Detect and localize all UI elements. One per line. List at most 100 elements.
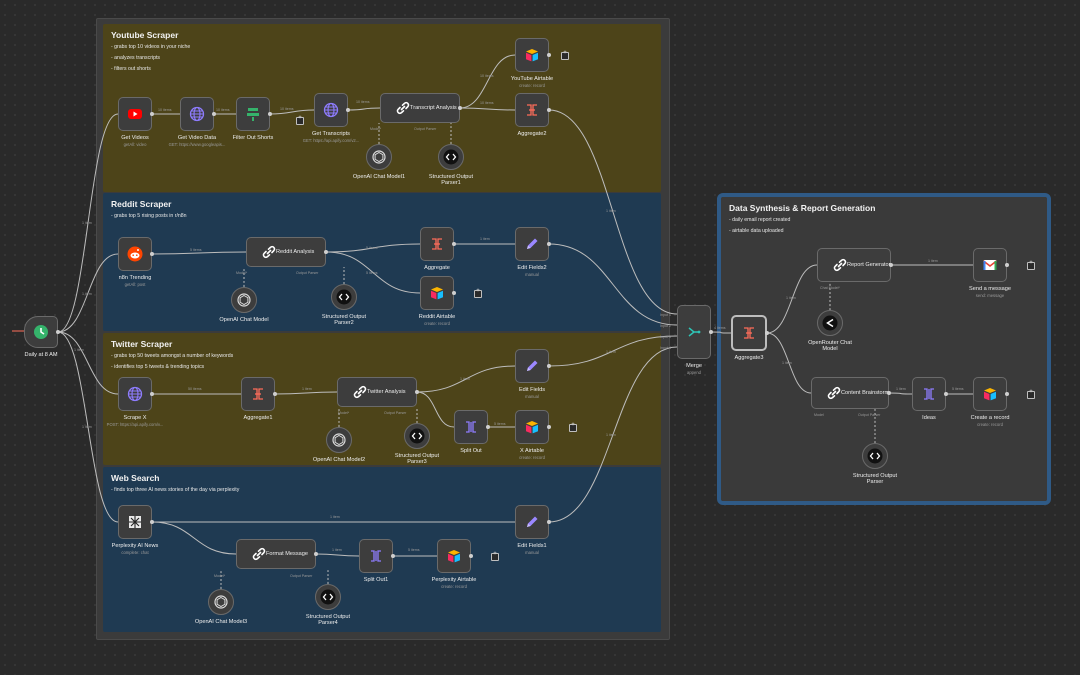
node-parser5[interactable]: Structured Output Parser bbox=[853, 443, 897, 485]
node-report-generator[interactable]: Report Generator bbox=[817, 248, 891, 282]
node-body[interactable] bbox=[380, 93, 460, 123]
output-port[interactable] bbox=[268, 112, 272, 116]
connection[interactable] bbox=[315, 553, 360, 557]
node-body[interactable] bbox=[241, 377, 275, 411]
connection[interactable] bbox=[416, 391, 455, 428]
node-parser3[interactable]: Structured Output Parser3 bbox=[395, 423, 439, 465]
node-body[interactable] bbox=[811, 377, 889, 409]
node-openai2[interactable]: OpenAI Chat Model2 bbox=[313, 427, 365, 463]
node-body[interactable] bbox=[337, 377, 417, 407]
connection[interactable] bbox=[274, 391, 338, 395]
connection[interactable] bbox=[347, 107, 381, 111]
connection[interactable] bbox=[548, 243, 678, 326]
connection[interactable] bbox=[548, 109, 678, 315]
output-port[interactable] bbox=[150, 252, 154, 256]
node-body[interactable] bbox=[862, 443, 888, 469]
node-body[interactable] bbox=[208, 589, 234, 615]
node-openrouter[interactable]: OpenRouter Chat Model bbox=[808, 310, 852, 352]
node-aggregate3[interactable]: Aggregate3 bbox=[731, 315, 767, 361]
node-body[interactable] bbox=[315, 584, 341, 610]
connection[interactable] bbox=[766, 332, 812, 394]
connection[interactable] bbox=[57, 253, 119, 333]
node-body[interactable] bbox=[24, 316, 58, 348]
connection[interactable] bbox=[459, 54, 516, 109]
node-transcript-analysis[interactable]: Transcript Analysis bbox=[380, 93, 460, 123]
node-body[interactable] bbox=[118, 97, 152, 131]
node-body[interactable] bbox=[180, 97, 214, 131]
node-body[interactable] bbox=[326, 427, 352, 453]
node-trigger[interactable]: Daily at 8 AM bbox=[24, 316, 58, 358]
node-content-brainstorm[interactable]: Content Brainstorm bbox=[811, 377, 889, 409]
node-body[interactable] bbox=[454, 410, 488, 444]
add-node-button[interactable] bbox=[491, 551, 499, 561]
node-reddit-analysis[interactable]: Reddit Analysis bbox=[246, 237, 326, 267]
output-port[interactable] bbox=[709, 330, 713, 334]
node-body[interactable] bbox=[973, 377, 1007, 411]
connection[interactable] bbox=[416, 365, 516, 393]
output-port[interactable] bbox=[547, 520, 551, 524]
node-body[interactable] bbox=[118, 505, 152, 539]
node-body[interactable] bbox=[817, 310, 843, 336]
node-split-out1[interactable]: Split Out1 bbox=[359, 539, 393, 583]
output-port[interactable] bbox=[212, 112, 216, 116]
node-body[interactable] bbox=[515, 227, 549, 261]
output-port[interactable] bbox=[547, 364, 551, 368]
output-port[interactable] bbox=[887, 391, 891, 395]
output-port[interactable] bbox=[547, 108, 551, 112]
node-body[interactable] bbox=[236, 539, 316, 569]
node-body[interactable] bbox=[731, 315, 767, 351]
output-port[interactable] bbox=[889, 263, 893, 267]
node-body[interactable] bbox=[420, 276, 454, 310]
node-body[interactable] bbox=[515, 410, 549, 444]
node-body[interactable] bbox=[437, 539, 471, 573]
node-aggregate2[interactable]: Aggregate2 bbox=[515, 93, 549, 137]
add-node-button[interactable] bbox=[569, 422, 577, 432]
output-port[interactable] bbox=[150, 112, 154, 116]
connection[interactable] bbox=[459, 107, 516, 111]
node-body[interactable] bbox=[515, 38, 549, 72]
node-ideas[interactable]: Ideas bbox=[912, 377, 946, 421]
add-node-button[interactable] bbox=[561, 50, 569, 60]
output-port[interactable] bbox=[469, 554, 473, 558]
output-port[interactable] bbox=[486, 425, 490, 429]
node-aggregate[interactable]: Aggregate bbox=[420, 227, 454, 271]
node-body[interactable] bbox=[331, 284, 357, 310]
node-parser2[interactable]: Structured Output Parser2 bbox=[322, 284, 366, 326]
node-body[interactable] bbox=[404, 423, 430, 449]
output-port[interactable] bbox=[391, 554, 395, 558]
connection[interactable] bbox=[548, 335, 678, 367]
node-body[interactable] bbox=[973, 248, 1007, 282]
connection[interactable] bbox=[269, 109, 315, 115]
connection[interactable] bbox=[57, 331, 119, 523]
node-openai1[interactable]: OpenAI Chat Model1 bbox=[353, 144, 405, 180]
output-port[interactable] bbox=[314, 552, 318, 556]
node-body[interactable] bbox=[677, 305, 711, 359]
add-node-button[interactable] bbox=[1027, 260, 1035, 270]
output-port[interactable] bbox=[452, 242, 456, 246]
output-port[interactable] bbox=[273, 392, 277, 396]
node-twitter-analysis[interactable]: Twitter Analysis bbox=[337, 377, 417, 407]
node-filter-shorts[interactable]: Filter Out Shorts bbox=[233, 97, 273, 141]
output-port[interactable] bbox=[765, 331, 769, 335]
node-body[interactable] bbox=[420, 227, 454, 261]
node-split-out[interactable]: Split Out bbox=[454, 410, 488, 454]
node-body[interactable] bbox=[515, 505, 549, 539]
connection[interactable] bbox=[888, 392, 913, 395]
add-node-button[interactable] bbox=[474, 288, 482, 298]
output-port[interactable] bbox=[1005, 263, 1009, 267]
output-port[interactable] bbox=[150, 392, 154, 396]
node-body[interactable] bbox=[314, 93, 348, 127]
node-body[interactable] bbox=[246, 237, 326, 267]
output-port[interactable] bbox=[150, 520, 154, 524]
